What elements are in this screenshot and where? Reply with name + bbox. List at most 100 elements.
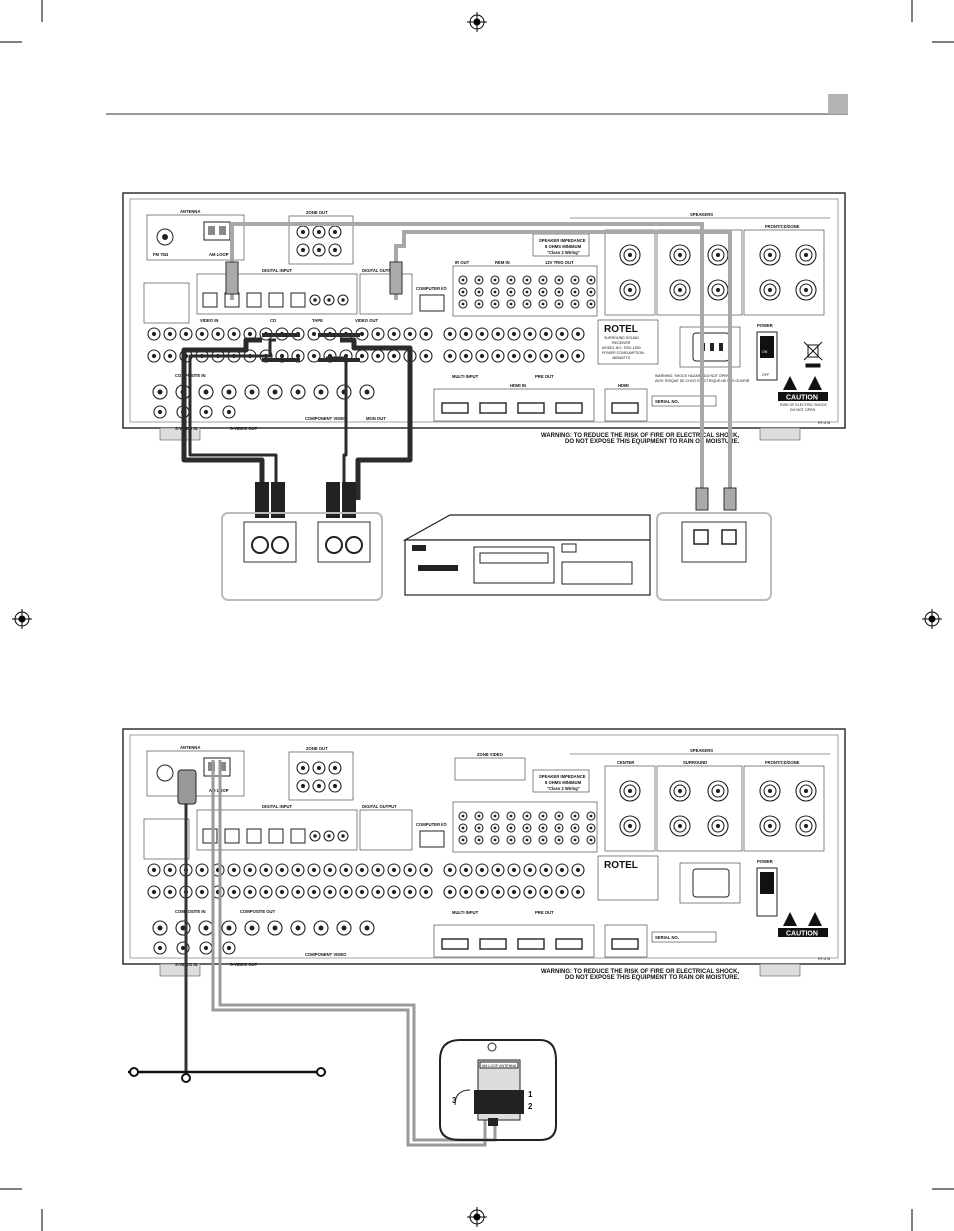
rca-jack-pin (559, 353, 565, 359)
caution-text-b: CAUTION (786, 931, 818, 938)
rca-jack-pin (167, 331, 173, 337)
callout-3: 3 (452, 1096, 457, 1105)
rca-jack-pin (341, 834, 345, 838)
rca-jack-pin (327, 867, 333, 873)
rca-jack-pin (375, 889, 381, 895)
hdmi-port (479, 402, 507, 414)
rca-jack-pin (203, 945, 209, 951)
video-in-label: VIDEO IN (200, 318, 218, 323)
rca-jack-pin (295, 867, 301, 873)
rca-jack-pin (364, 925, 370, 931)
model-code-b: RP-678 (818, 957, 830, 961)
video-out-label: VIDEO OUT (355, 318, 378, 323)
rca-jack-pin (180, 945, 186, 951)
registration-mark-left (12, 609, 32, 629)
optical-port (246, 292, 262, 308)
rca-jack-pin (461, 826, 465, 830)
weee-icon (803, 341, 823, 368)
hdmi-port (517, 938, 545, 950)
rca-jack-pin (589, 838, 593, 842)
digital-input-label: DIGITAL INPUT (262, 268, 293, 273)
rca-jack-pin (589, 290, 593, 294)
rca-jack-pin (575, 331, 581, 337)
rca-jack-pin (509, 302, 513, 306)
hdmi-mon-out-label: HDMI (618, 383, 629, 388)
rca-jack-pin (279, 867, 285, 873)
rca-jack-pin (327, 298, 331, 302)
hdmi-port (611, 402, 639, 414)
rca-jack-pin (359, 331, 365, 337)
connection-diagram-bottom: ANTENNA AM LOOP ZONE OUT ZONE VIDEO DIGI… (122, 728, 846, 1147)
rca-jack-pin (509, 826, 513, 830)
rca-jack-pin (199, 867, 205, 873)
model-2: RECEIVER (612, 341, 631, 345)
fm-label: FM 75Ω (153, 252, 169, 257)
rca-jack-pin (493, 838, 497, 842)
rca-jack-pin (463, 889, 469, 895)
caution-sub-1: RISK OF ELECTRIC SHOCK (780, 403, 828, 407)
am-loop-antenna-icon: AM LOOP ANTENNA 1 2 3 (439, 1039, 557, 1141)
rca-jack-pin (493, 302, 497, 306)
rca-jack-pin (573, 278, 577, 282)
rca-jack-pin (300, 247, 306, 253)
hdmi-in-label: HDMI IN (510, 383, 526, 388)
rca-jack-grid (147, 225, 817, 419)
hdmi-port (555, 402, 583, 414)
rca-jack-pin (715, 252, 721, 258)
multi-input-label-b: MULTI INPUT (452, 910, 479, 915)
rca-jack-pin (477, 302, 481, 306)
caution-text: CAUTION (786, 395, 818, 402)
rca-jack-pin (423, 353, 429, 359)
rca-jack-pin (525, 826, 529, 830)
rca-jack-pin (557, 302, 561, 306)
rca-jack-pin (463, 867, 469, 873)
impedance-2: 8 OHMS MINIMUM (545, 244, 582, 249)
rca-jack-pin (527, 331, 533, 337)
rca-jack-pin (247, 331, 253, 337)
rca-jack-pin (226, 945, 232, 951)
power-label-b: POWER (757, 859, 773, 864)
rca-jack-pin (183, 331, 189, 337)
shock-1: WARNING: SHOCK HAZARD-DO NOT OPEN (655, 374, 729, 378)
composite-in-label-b: COMPOSITE IN (175, 909, 205, 914)
source-output-callout (221, 512, 383, 601)
rca-jack-pin (203, 925, 209, 931)
impedance-b3: "Class 2 Wiring" (547, 786, 580, 791)
rca-jack-pin (767, 823, 773, 829)
rca-jack-pin (627, 823, 633, 829)
rca-jack-pin (447, 889, 453, 895)
speakers-label: SPEAKERS (690, 212, 713, 217)
callout-2: 2 (528, 1102, 533, 1111)
rca-jack-pin (575, 889, 581, 895)
rca-jack-pin (803, 252, 809, 258)
rca-jack-pin (167, 867, 173, 873)
warning-1: WARNING: TO REDUCE THE RISK OF FIRE OR E… (541, 433, 739, 439)
rca-jack-pin (541, 302, 545, 306)
optical-port (268, 828, 284, 844)
rca-jack-pin (272, 389, 278, 395)
rca-jack-pin (249, 925, 255, 931)
rca-jack-pin (627, 788, 633, 794)
rca-jack-pin (527, 889, 533, 895)
rca-jack-pin (575, 867, 581, 873)
digital-input-label-b: DIGITAL INPUT (262, 804, 293, 809)
rca-jack-pin (226, 925, 232, 931)
composite-out-label-b: COMPOSITE OUT (240, 909, 276, 914)
callout-1: 1 (528, 1090, 533, 1099)
rca-jack-pin (543, 353, 549, 359)
rca-jack-pin (151, 353, 157, 359)
rca-jack-pin (509, 814, 513, 818)
rca-jack-pin (295, 889, 301, 895)
analog-audio-cables (181, 333, 413, 500)
svideo-out-label-b: S-VIDEO OUT (230, 962, 258, 967)
digital-output-label-b: DIGITAL OUTPUT (362, 804, 397, 809)
rca-jack-pin (677, 252, 683, 258)
rca-jack-pin (803, 287, 809, 293)
rca-jack-pin (573, 814, 577, 818)
rca-jack-pin (375, 331, 381, 337)
rca-jack-pin (589, 826, 593, 830)
rca-jack-pin (300, 783, 306, 789)
rca-jack-pin (543, 331, 549, 337)
optical-port (202, 828, 218, 844)
digital-output-label: DIGITAL OUTPUT (362, 268, 397, 273)
